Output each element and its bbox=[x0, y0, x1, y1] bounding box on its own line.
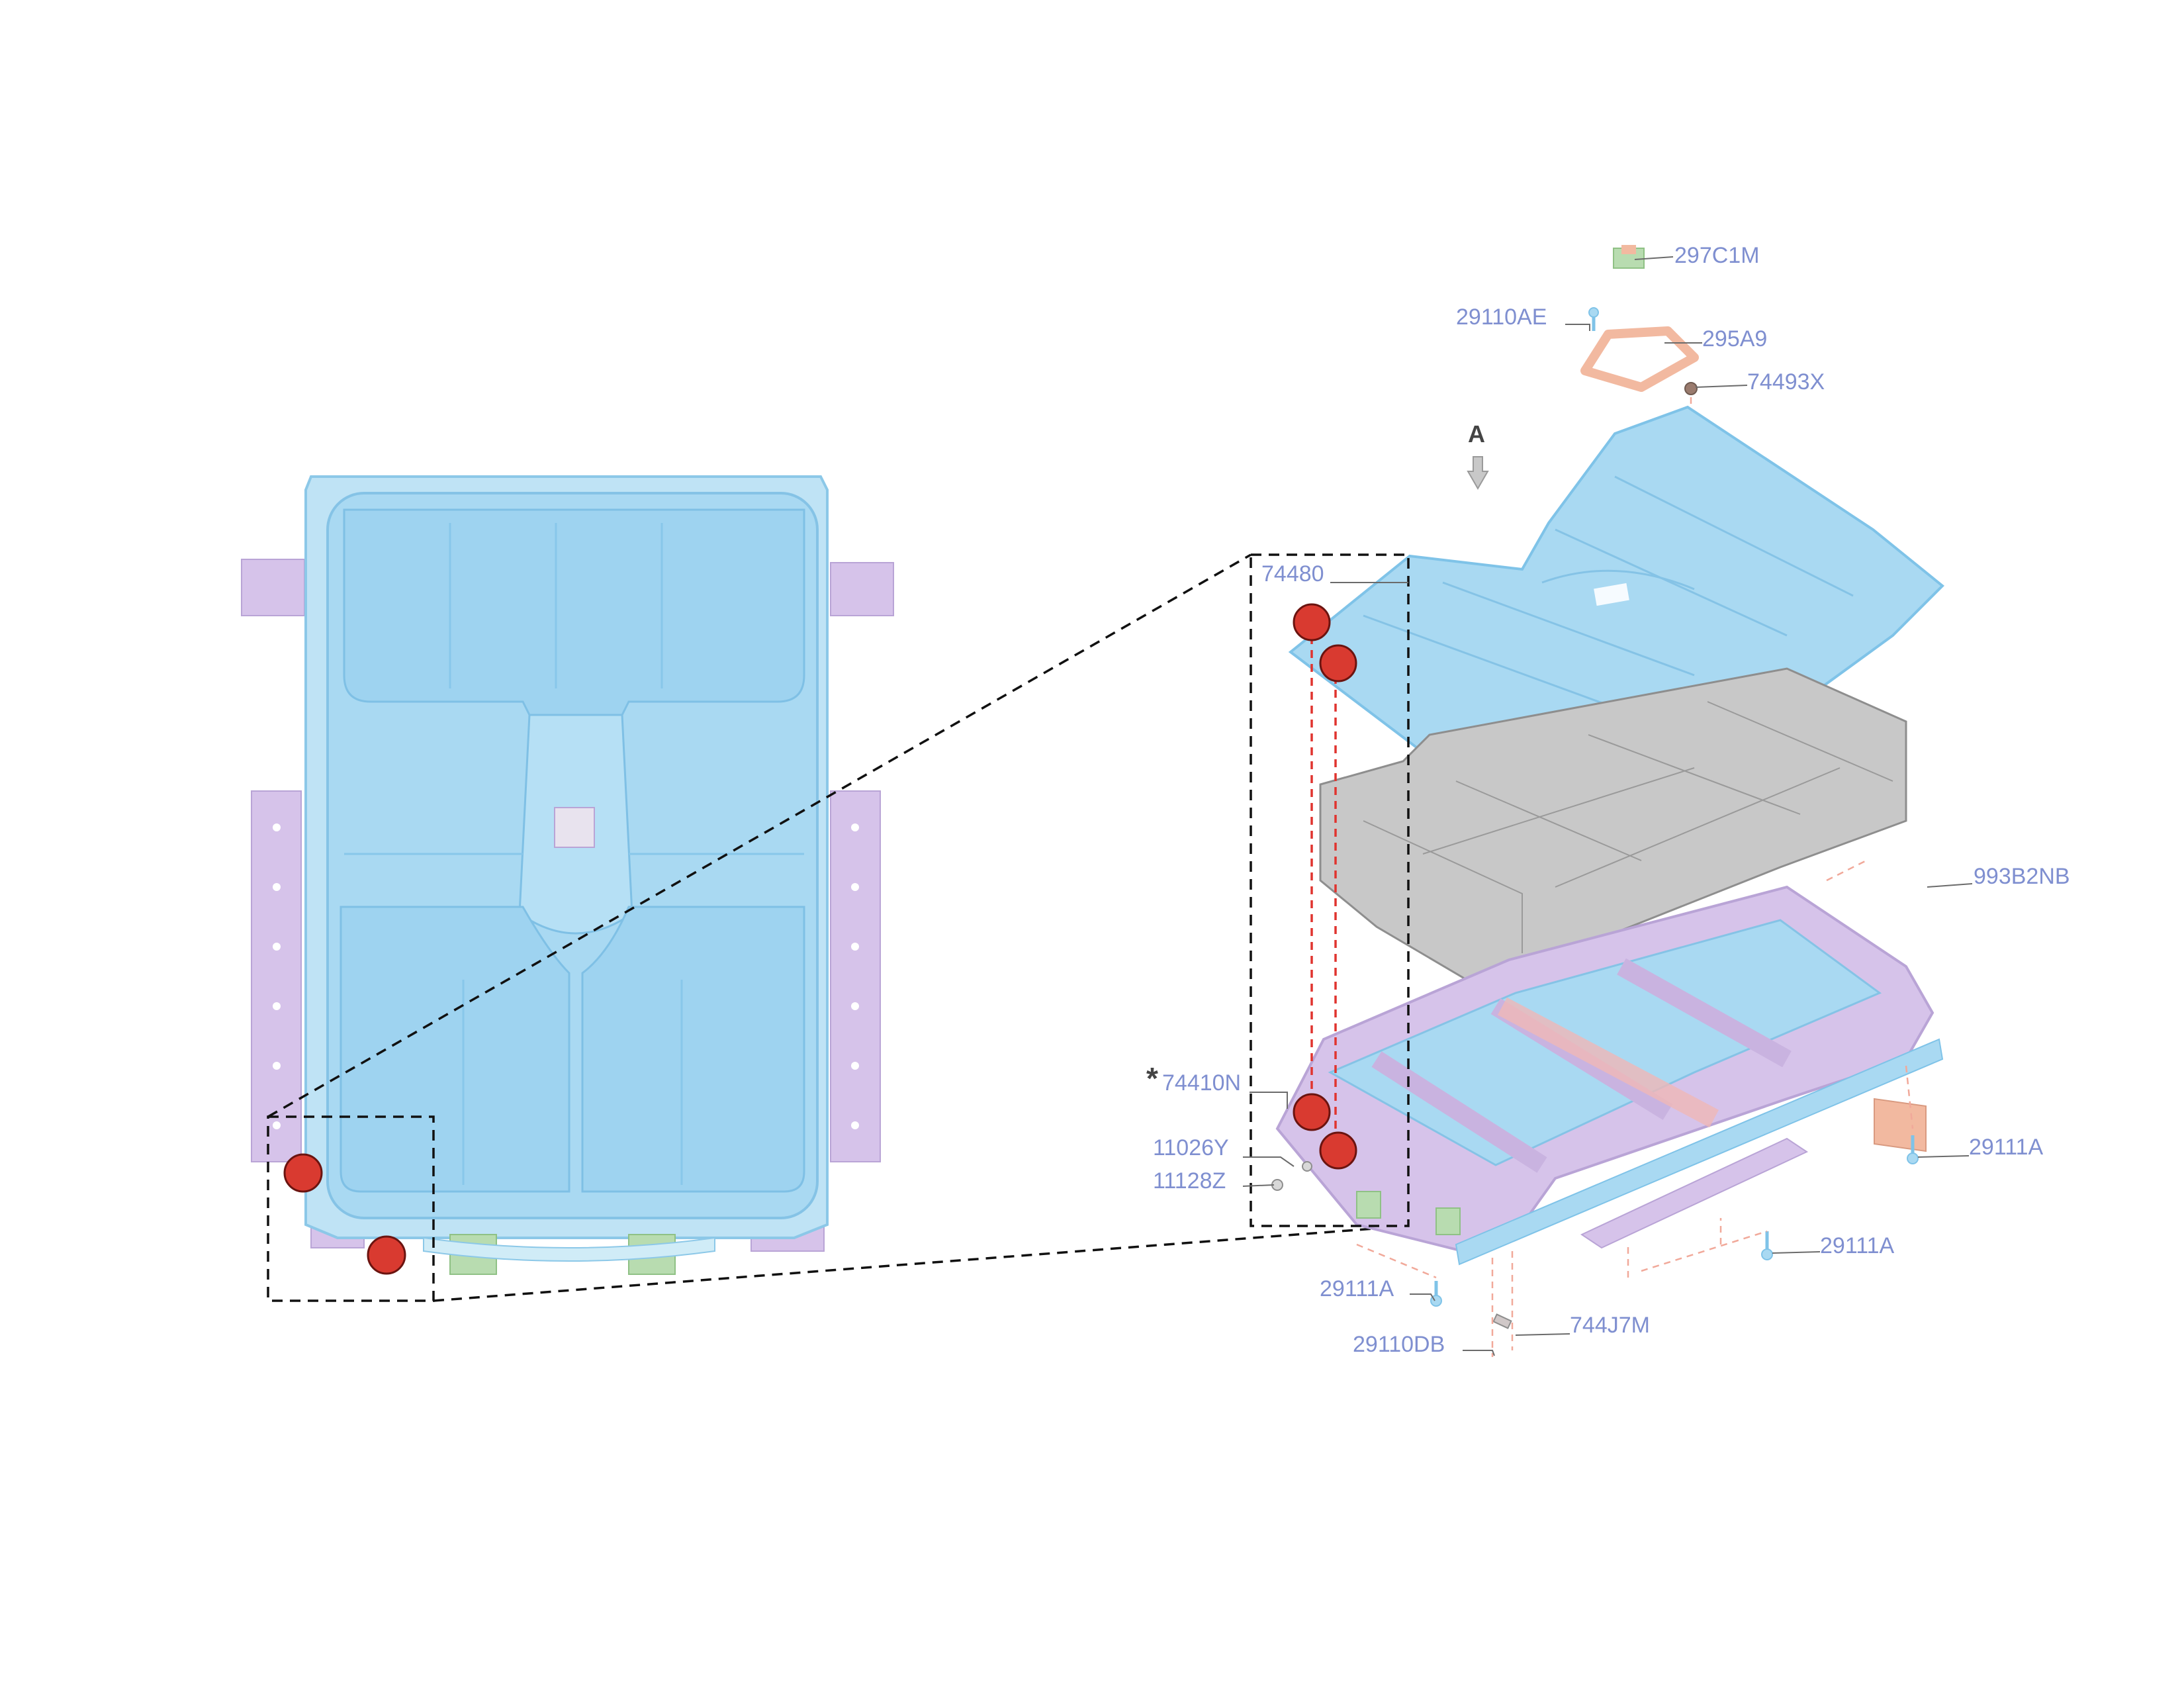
label-29110DB: 29110DB bbox=[1353, 1332, 1445, 1357]
label-11128Z: 11128Z bbox=[1153, 1168, 1226, 1194]
label-744J7M: 744J7M bbox=[1570, 1313, 1650, 1338]
bolt-icon bbox=[1761, 1231, 1773, 1260]
label-74493X: 74493X bbox=[1747, 369, 1825, 395]
tray-ribs bbox=[344, 523, 804, 1185]
label-297C1M: 297C1M bbox=[1674, 243, 1760, 268]
view-direction-arrow bbox=[1467, 456, 1489, 491]
view-letter-A: A bbox=[1468, 420, 1485, 447]
location-marker bbox=[367, 1235, 406, 1275]
battery-modules bbox=[1319, 667, 1907, 994]
magnify-line-bottom bbox=[433, 1225, 1409, 1302]
label-29111A-right: 29111A bbox=[1969, 1135, 2043, 1160]
fasteners bbox=[1271, 1135, 1919, 1329]
front-mounts bbox=[423, 1234, 715, 1275]
location-marker bbox=[1293, 1093, 1331, 1131]
label-74480: 74480 bbox=[1261, 561, 1324, 586]
bolt-icon bbox=[1907, 1135, 1919, 1164]
gasket-part bbox=[1580, 326, 1699, 392]
location-marker bbox=[1319, 644, 1357, 682]
location-marker bbox=[1293, 603, 1331, 641]
bracket-holes bbox=[273, 823, 859, 1129]
service-plug-bolt bbox=[1588, 307, 1599, 331]
nut-part bbox=[1684, 382, 1698, 395]
label-11026Y: 11026Y bbox=[1153, 1135, 1229, 1160]
detail-region-box bbox=[1250, 553, 1410, 1227]
label-29111A-left: 29111A bbox=[1320, 1276, 1394, 1301]
magnify-line-top bbox=[267, 553, 1251, 1118]
connector-part bbox=[1613, 245, 1645, 269]
label-74410N: 74410N bbox=[1162, 1070, 1241, 1096]
detail-region-box bbox=[267, 1115, 435, 1302]
label-295A9: 295A9 bbox=[1702, 326, 1767, 352]
module-details bbox=[1363, 701, 1893, 953]
part-labels: 297C1M 29110AE 295A9 74493X A 74480 993B… bbox=[1146, 243, 2070, 1357]
label-29111A-mid: 29111A bbox=[1820, 1233, 1894, 1258]
alignment-guides bbox=[1356, 859, 1914, 1357]
top-view-battery-pack bbox=[241, 475, 894, 1302]
location-marker bbox=[1319, 1131, 1357, 1170]
label-29110AE: 29110AE bbox=[1456, 305, 1547, 330]
exploded-view bbox=[1250, 245, 1944, 1357]
leader-lines bbox=[1242, 256, 1973, 1356]
location-marker bbox=[283, 1153, 323, 1193]
label-pad-part bbox=[1874, 1098, 1927, 1152]
label-993B2NB: 993B2NB bbox=[1974, 864, 2070, 889]
asterisk-note: * bbox=[1146, 1061, 1158, 1096]
bolt-icon bbox=[1430, 1281, 1442, 1307]
